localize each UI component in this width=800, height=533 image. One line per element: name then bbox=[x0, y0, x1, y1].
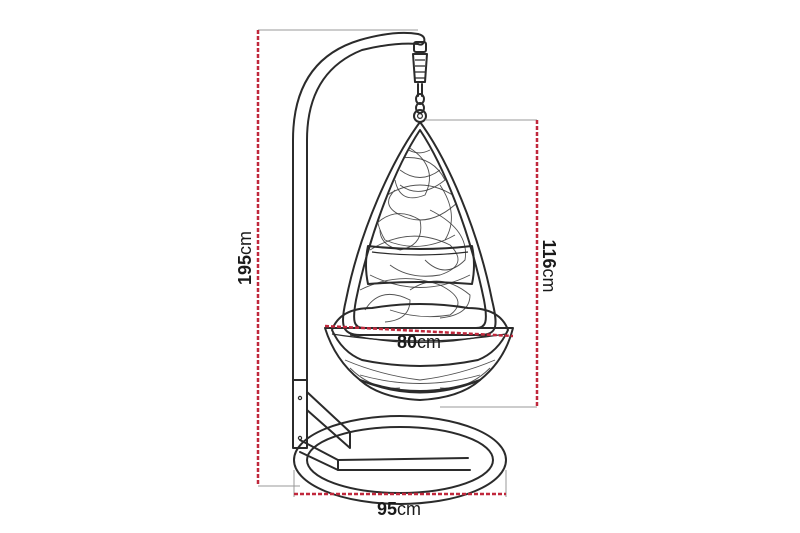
hanging-chain bbox=[412, 41, 428, 123]
stand bbox=[292, 31, 507, 505]
dimension-lines bbox=[256, 30, 539, 496]
seat-height-label: 116cm bbox=[539, 239, 559, 292]
egg-chair bbox=[324, 121, 514, 401]
seat-width-dimension-line bbox=[324, 324, 514, 338]
base-width-label: 95cm bbox=[377, 499, 421, 519]
guide-lines bbox=[258, 29, 537, 497]
seat-width-label: 80cm bbox=[397, 332, 441, 352]
total-height-label: 195cm bbox=[235, 231, 255, 285]
rattan-weave bbox=[359, 134, 471, 323]
